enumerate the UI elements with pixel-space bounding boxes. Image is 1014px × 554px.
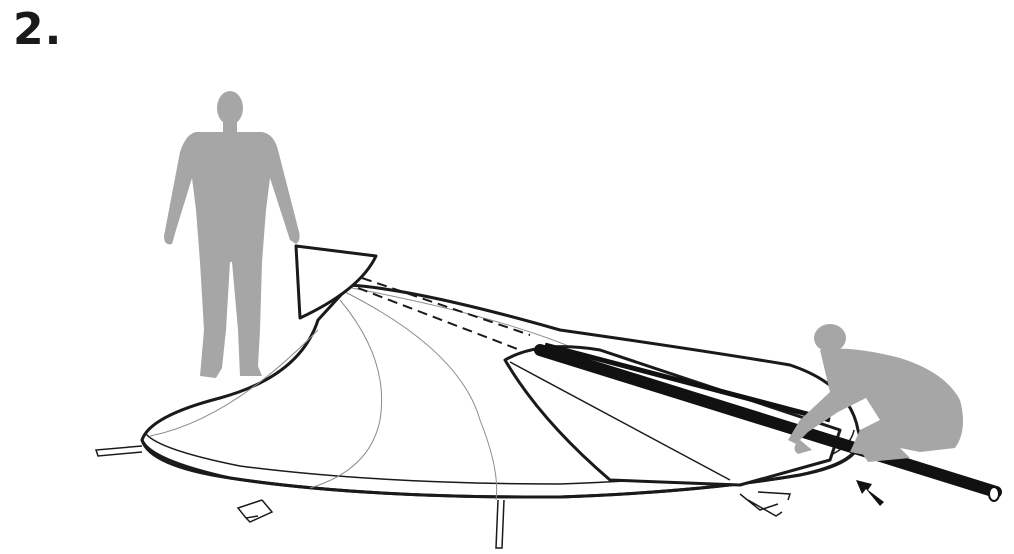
- insert-direction-arrow-icon: [856, 480, 884, 506]
- standing-person-figure: [164, 91, 300, 378]
